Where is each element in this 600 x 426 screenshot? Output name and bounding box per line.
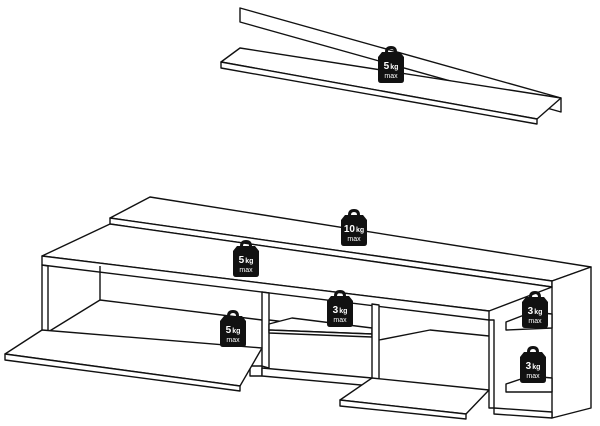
right-divider — [488, 319, 495, 409]
weight-unit: kg — [534, 309, 542, 316]
weight-max-label: max — [384, 73, 398, 80]
plinth-right — [493, 407, 553, 419]
right-compartment-back — [378, 329, 490, 341]
weight-max-label: max — [226, 337, 240, 344]
weight-max-label: max — [347, 236, 361, 243]
weight-handle — [240, 240, 252, 246]
weight-body — [220, 316, 246, 347]
weight-handle — [527, 346, 539, 352]
weight-handle — [227, 310, 239, 316]
weight-unit: kg — [532, 364, 540, 371]
weight-value: 3 — [528, 306, 534, 317]
weight-body — [233, 246, 259, 277]
weight-value-label: 5kg — [384, 61, 399, 72]
weight-value: 10 — [344, 224, 356, 235]
tv-unit — [4, 196, 592, 420]
weight-value-label: 10kg — [344, 224, 364, 235]
carcass-bottom — [249, 365, 263, 377]
divider-left — [261, 291, 270, 369]
weight-body — [327, 296, 353, 327]
left-side-edge — [41, 264, 49, 334]
weight-handle — [529, 291, 541, 297]
divider-right — [371, 303, 380, 381]
weight-body — [341, 215, 367, 246]
weight-body — [520, 352, 546, 383]
weight-value: 3 — [333, 305, 339, 316]
wall-shelf-board-front — [220, 61, 538, 125]
weight-max-label: max — [526, 373, 540, 380]
weight-unit: kg — [245, 258, 253, 265]
weight-value-label: 5kg — [226, 325, 241, 336]
weight-max-label: max — [528, 318, 542, 325]
weight-max-label: max — [333, 317, 347, 324]
left-door-open-edge — [4, 353, 241, 392]
weight-handle — [348, 209, 360, 215]
weight-value: 3 — [526, 361, 532, 372]
weight-body — [378, 52, 404, 83]
weight-value: 5 — [239, 255, 245, 266]
weight-value: 5 — [226, 325, 232, 336]
weight-unit: kg — [339, 308, 347, 315]
plinth-middle — [261, 367, 373, 387]
weight-unit: kg — [390, 64, 398, 71]
weight-value-label: 3kg — [526, 361, 541, 372]
weight-handle — [334, 290, 346, 296]
weight-value-label: 3kg — [528, 306, 543, 317]
weight-body — [522, 297, 548, 328]
right-door-open-edge — [339, 399, 467, 420]
weight-value-label: 5kg — [239, 255, 254, 266]
weight-value-label: 3kg — [333, 305, 348, 316]
right-side-panel — [551, 266, 592, 419]
weight-indicators: 5kgmax10kgmax5kgmax5kgmax3kgmax3kgmax3kg… — [220, 46, 548, 383]
weight-unit: kg — [232, 328, 240, 335]
weight-unit: kg — [356, 227, 364, 234]
weight-max-label: max — [239, 267, 253, 274]
weight-value: 5 — [384, 61, 390, 72]
weight-handle — [385, 46, 397, 52]
